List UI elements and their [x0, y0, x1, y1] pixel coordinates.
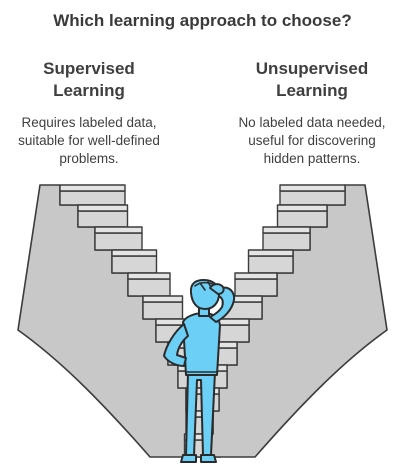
diagram-title: Which learning approach to choose?: [53, 11, 352, 30]
unsupervised-learning-heading: Unsupervised Learning: [222, 58, 402, 102]
left-step-tread: [142, 295, 184, 303]
thinking-person-figure: [163, 278, 236, 463]
left-step-riser: [111, 255, 158, 274]
right-step-riser: [276, 210, 328, 228]
left-step-riser: [77, 210, 129, 228]
right-step-tread: [276, 204, 328, 212]
left-step-tread: [127, 272, 171, 280]
unsupervised-heading-line-1: Unsupervised: [255, 59, 369, 78]
right-step-riser: [247, 255, 294, 274]
right-step-riser: [279, 190, 346, 206]
supervised-desc-line-3: problems.: [59, 151, 119, 166]
right-step-tread: [279, 184, 346, 192]
supervised-learning-description: Requires labeled data, suitable for well…: [0, 114, 179, 168]
unsupervised-heading-line-2: Learning: [276, 81, 348, 100]
unsupervised-learning-description: No labeled data needed, useful for disco…: [222, 114, 402, 168]
person-left-foot: [180, 454, 197, 463]
left-step-tread: [94, 226, 143, 234]
person-torso: [182, 312, 221, 376]
supervised-heading-line-2: Learning: [53, 81, 125, 100]
right-step-tread: [234, 272, 278, 280]
right-step-tread: [247, 249, 294, 257]
person-right-foot: [200, 454, 217, 463]
left-step-riser: [94, 232, 143, 251]
unsupervised-desc-line-2: useful for discovering: [248, 133, 376, 148]
left-step-riser: [142, 301, 184, 320]
left-step-tread: [77, 204, 129, 212]
right-step-tread: [262, 226, 311, 234]
supervised-heading-line-1: Supervised: [43, 59, 135, 78]
left-step-riser: [127, 278, 171, 297]
unsupervised-desc-line-3: hidden patterns.: [263, 151, 361, 166]
left-step-tread: [111, 249, 158, 257]
unsupervised-desc-line-1: No labeled data needed,: [238, 115, 386, 130]
left-step-riser: [59, 190, 126, 206]
supervised-desc-line-1: Requires labeled data,: [21, 115, 157, 130]
person-left-arm: [163, 323, 189, 367]
left-step-tread: [59, 184, 126, 192]
right-step-riser: [234, 278, 278, 297]
right-step-riser: [262, 232, 311, 251]
supervised-learning-heading: Supervised Learning: [0, 58, 179, 102]
person-hand: [209, 283, 225, 295]
supervised-desc-line-2: suitable for well-defined: [18, 133, 160, 148]
